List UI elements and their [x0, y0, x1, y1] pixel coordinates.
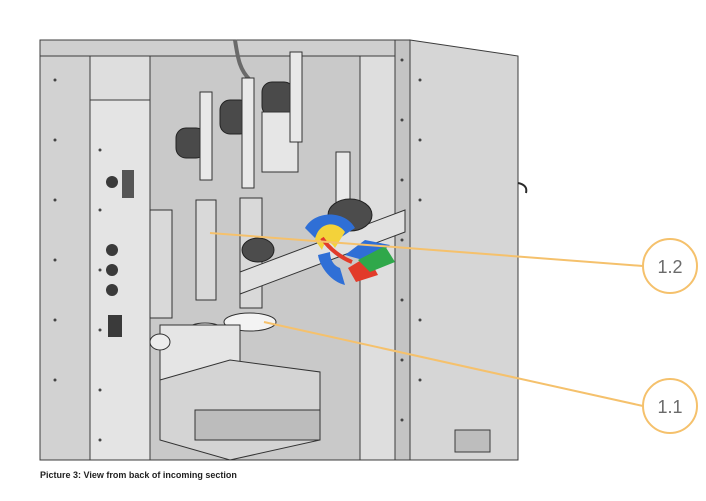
bottom-terminal-box [159, 359, 321, 461]
callout-1-2-label: 1.2 [657, 257, 682, 277]
panel-rivets [53, 58, 422, 442]
fuse-holders [149, 197, 263, 319]
top-cable [233, 39, 252, 82]
left-panel-connectors [106, 170, 134, 337]
vertical-busbars [199, 51, 351, 213]
callout-1-2-leader [209, 232, 644, 267]
callout-1-1-leader [263, 321, 644, 407]
cabinet-side-door [394, 39, 528, 461]
figure-caption: Picture 3: View from back of incoming se… [40, 470, 237, 480]
callout-1-2: 1.2 [642, 238, 698, 294]
callout-1-1-label: 1.1 [657, 397, 682, 417]
callout-1-1: 1.1 [642, 378, 698, 434]
